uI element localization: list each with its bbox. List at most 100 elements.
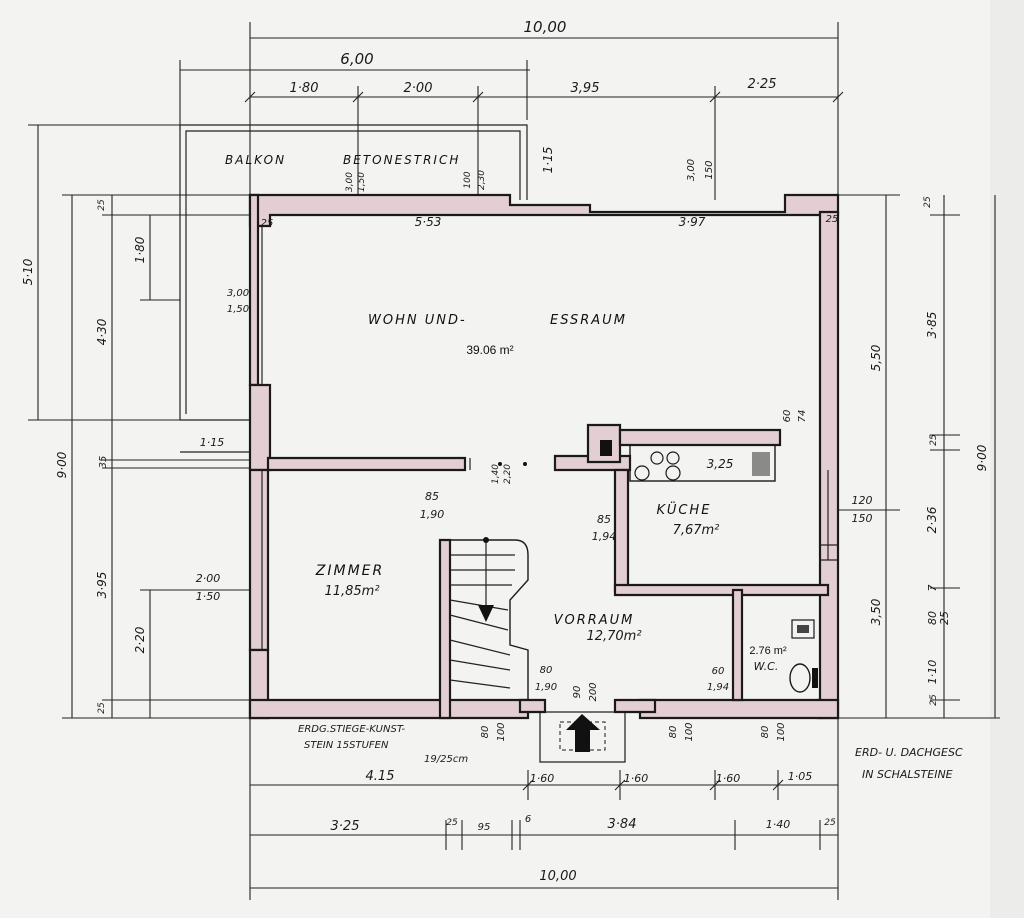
dim-corner-25-b: 25 [826,214,839,225]
note-stair-line1: ERDG.STIEGE-KUNST- [298,724,406,735]
dim-wc-194: 1,94 [707,682,729,693]
dim-door-85-194-a: 85 [597,513,611,526]
area-zimmer: 11,85m² [324,584,379,599]
dim-window-right-top: 3,00 [686,159,697,181]
notes: ERDG.STIEGE-KUNST- STEIN 15STUFEN 19/25c… [298,724,963,781]
label-betonestrich: BETONESTRICH [343,153,460,167]
title-line2: IN SCHALSTEINE [862,768,953,781]
walls [248,193,840,720]
dim-right-900: 9·00 [975,444,989,471]
dim-top-seg-4: 2·25 [748,77,777,92]
dim-bottom-6: 6 [525,814,531,825]
wc-fixtures [789,619,818,693]
dim-door-220: 2,20 [503,464,513,484]
dim-right-385: 3·85 [925,312,939,339]
dim-stair-190: 1,90 [535,682,557,693]
dim-right-120: 120 [852,494,873,507]
dim-stair-80: 80 [540,665,553,676]
dim-right-150: 150 [852,512,873,525]
dim-bottom-25-a: 25 [446,818,458,828]
area-wohn: 39.06 m² [466,343,513,357]
label-vorraum: VORRAUM [554,613,635,628]
dim-top-seg-3: 3,95 [571,81,600,96]
dim-right-7: 7 [926,585,939,592]
staircase [449,537,529,701]
area-wc: 2.76 m² [749,645,787,657]
dim-corner-25-a: 25 [261,218,274,229]
dim-right-550: 5,50 [869,344,883,371]
paper-edge [990,0,1024,918]
dim-right-25-b: 25 [938,611,951,625]
dim-left-35: 35 [98,456,109,469]
kitchen-counter [600,440,776,482]
dim-bot-80-2: 80 [668,726,679,739]
door-markers [469,458,838,561]
label-balkon: BALKON [225,153,286,167]
area-vorraum: 12,70m² [586,629,641,644]
dim-door-85-a: 85 [425,490,439,503]
area-kueche: 7,67m² [673,523,720,538]
dim-entry-90: 90 [572,686,583,699]
room-labels: BALKON BETONESTRICH WOHN UND- ESSRAUM 39… [225,153,787,673]
dim-window-right-bot: 150 [704,160,715,179]
dim-bottom-95: 95 [478,822,491,833]
label-zimmer: ZIMMER [315,563,384,579]
dim-bottom-total: 10,00 [539,869,576,884]
dim-balcony-115: 1·15 [200,436,225,449]
dim-left-25-bot: 25 [97,702,107,714]
dim-left-220: 2·20 [133,626,147,653]
dim-left-430: 4·30 [95,318,109,345]
dim-bottom-384: 3·84 [608,817,637,832]
dim-bottom-415: 4.15 [366,769,395,784]
dim-bottom-160-b: 1·60 [624,772,649,785]
label-wc: W.C. [754,660,779,673]
dim-left-510: 5·10 [21,258,35,285]
dim-window-mid-top: 100 [463,171,473,188]
dim-bot-100-1: 100 [496,722,507,741]
dim-bottom-140: 1·40 [766,818,791,831]
dim-right-25-c: 25 [929,694,939,706]
dim-window-200: 2·00 [196,572,221,585]
dim-entry-200: 200 [588,682,599,701]
dim-left-window-bot: 1,50 [227,304,249,315]
dim-window-mid-bot: 2,30 [477,170,487,190]
dim-bottom-160-c: 1·60 [716,772,741,785]
dim-window-left-bot: 1,50 [357,172,367,192]
dim-left-180: 1·80 [133,236,147,263]
dim-door-190-b: 1,90 [420,508,445,521]
dimension-labels: 10,00 6,00 1·80 2·00 3,95 2·25 1·15 5·53… [21,18,989,884]
dim-right-25-a: 25 [929,434,939,446]
dim-wall-inner-1: 5·53 [415,215,442,229]
dim-balcony-depth: 1·15 [541,147,555,174]
dim-right-110: 1·10 [926,660,939,685]
label-kueche: KÜCHE [657,501,712,518]
note-stair-line3: 19/25cm [424,754,468,765]
balcony [179,124,528,453]
dim-top-total: 10,00 [524,18,567,36]
dim-window-150: 1·50 [196,590,221,603]
dim-kitchen-74: 74 [797,410,808,423]
dim-left-25-top: 25 [97,199,107,211]
dim-wall-inner-2: 3·97 [679,215,706,229]
dim-left-395: 3·95 [95,572,109,599]
dim-kitchen-60: 60 [782,410,793,423]
dim-kitchen-325: 3,25 [707,457,734,471]
dim-right-236: 2·36 [925,506,939,533]
title-line1: ERD- U. DACHGESC [855,746,963,759]
dim-door-85-194-b: 1,94 [592,530,617,543]
dim-bottom-25-b: 25 [824,818,836,828]
dim-window-left-top: 3,00 [345,172,355,192]
dim-top-seg-1: 1·80 [290,81,319,96]
dimension-lines [28,22,1000,900]
dim-wc-60: 60 [712,666,725,677]
label-essraum: ESSRAUM [550,313,627,328]
dim-bot-100-2: 100 [684,722,695,741]
dim-top-partial: 6,00 [340,50,373,68]
dim-bottom-325: 3·25 [331,819,360,834]
dim-bot-100-3: 100 [776,722,787,741]
dim-left-window-top: 3,00 [227,288,249,299]
label-wohn: WOHN UND- [368,313,467,328]
dim-bot-80-3: 80 [760,726,771,739]
